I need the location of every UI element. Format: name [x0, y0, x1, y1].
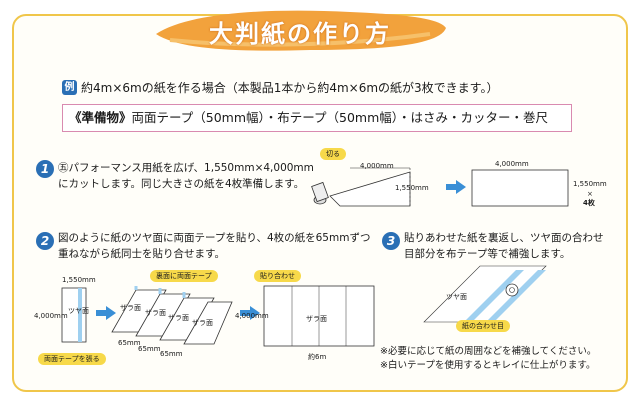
step-3-line-1: 貼りあわせた紙を裏返し、ツヤ面の合わせ [404, 232, 604, 244]
step-2-line-1: 図のように紙のツヤ面に両面テープを貼り、4枚の紙を65mmずつ [58, 232, 371, 244]
step-1-result-length: 4,000mm [495, 160, 529, 168]
step-2-line-2: 重ねながら紙同士を貼り合せます。 [58, 248, 225, 260]
page-title: 大判紙の作り方 [209, 20, 391, 48]
overlap-label-3: 65mm [160, 350, 183, 358]
example-badge: 例 [62, 80, 77, 95]
step-1-sheet-rect [471, 169, 569, 207]
overlap-label-2: 65mm [138, 345, 161, 353]
step-1-result-width: 1,550mm [573, 180, 607, 188]
step-1-length-label: 4,000mm [360, 162, 394, 170]
step-3-gloss-label: ツヤ面 [446, 293, 467, 301]
step-1-text: ㊄パフォーマンス用紙を広げ、1,550mm×4,000mm にカットします。同じ… [58, 160, 314, 192]
note-1: ※必要に応じて紙の周囲などを補強してください。 [380, 346, 597, 357]
example-text: 約4m×6mの紙を作る場合（本製品1本から約4m×6mの紙が3枚できます。） [81, 81, 499, 95]
step-3-tape-diagram [423, 265, 547, 326]
joined-tag: 貼り合わせ [254, 270, 301, 282]
step-1-count: 4枚 [583, 199, 595, 207]
cut-tag: 切る [320, 148, 346, 160]
back-tape-tag: 裏面に両面テープ [150, 270, 218, 282]
step-2-width-label: 1,550mm [62, 276, 96, 284]
step-2-overlap-sheets [111, 286, 233, 345]
prep-heading: 《準備物》 [69, 110, 132, 125]
step-1-roll-diagram [311, 167, 411, 207]
example-row: 例 約4m×6mの紙を作る場合（本製品1本から約4m×6mの紙が3枚できます。） [62, 79, 498, 96]
step-2-number: 2 [36, 232, 54, 250]
joined-height-label: 4,000mm [235, 312, 269, 320]
step-3-number: 3 [382, 232, 400, 250]
joined-rough-label: ザラ面 [306, 315, 327, 323]
tape-tag: 両面テープを張る [38, 353, 106, 365]
step-1-times: × [587, 190, 593, 198]
step-1-number: 1 [36, 160, 54, 178]
step-2-gloss-label: ツヤ面 [68, 307, 89, 315]
step-2-arrow-1-icon [96, 306, 116, 320]
notes: ※必要に応じて紙の周囲などを補強してください。 ※白いテープを使用するとキレイに… [380, 345, 596, 373]
step-1-line-2: にカットします。同じ大きさの紙を4枚準備します。 [58, 178, 305, 190]
note-2: ※白いテープを使用するとキレイに仕上がります。 [380, 360, 596, 371]
step-1-line-1: ㊄パフォーマンス用紙を広げ、1,550mm×4,000mm [58, 162, 314, 174]
preparation-box: 《準備物》両面テープ（50mm幅）・布テープ（50mm幅）・はさみ・カッター・巻… [62, 104, 572, 132]
seam-tag: 紙の合わせ目 [456, 320, 510, 332]
title-brush-stroke [156, 10, 446, 51]
step-2-text: 図のように紙のツヤ面に両面テープを貼り、4枚の紙を65mmずつ 重ねながら紙同士… [58, 230, 370, 262]
step-1-width-label: 1,550mm [395, 184, 429, 192]
step-2-arrow-2-icon [240, 306, 260, 320]
rough-label-1: ザラ面 [120, 304, 141, 312]
overlap-label-1: 65mm [118, 339, 141, 347]
step-3-line-2: 目部分を布テープ等で補強します。 [404, 248, 571, 260]
joined-length-label: 約6m [308, 353, 327, 361]
rough-label-4: ザラ面 [192, 319, 213, 327]
step-2-height-label: 4,000mm [34, 312, 68, 320]
step-2-single-sheet [61, 287, 87, 343]
prep-items: 両面テープ（50mm幅）・布テープ（50mm幅）・はさみ・カッター・巻尺 [131, 110, 549, 125]
step-2-joined-sheet [263, 285, 375, 347]
step-3-text: 貼りあわせた紙を裏返し、ツヤ面の合わせ 目部分を布テープ等で補強します。 [404, 230, 604, 262]
step-1-arrow-icon [446, 180, 466, 194]
rough-label-2: ザラ面 [145, 309, 166, 317]
rough-label-3: ザラ面 [168, 314, 189, 322]
